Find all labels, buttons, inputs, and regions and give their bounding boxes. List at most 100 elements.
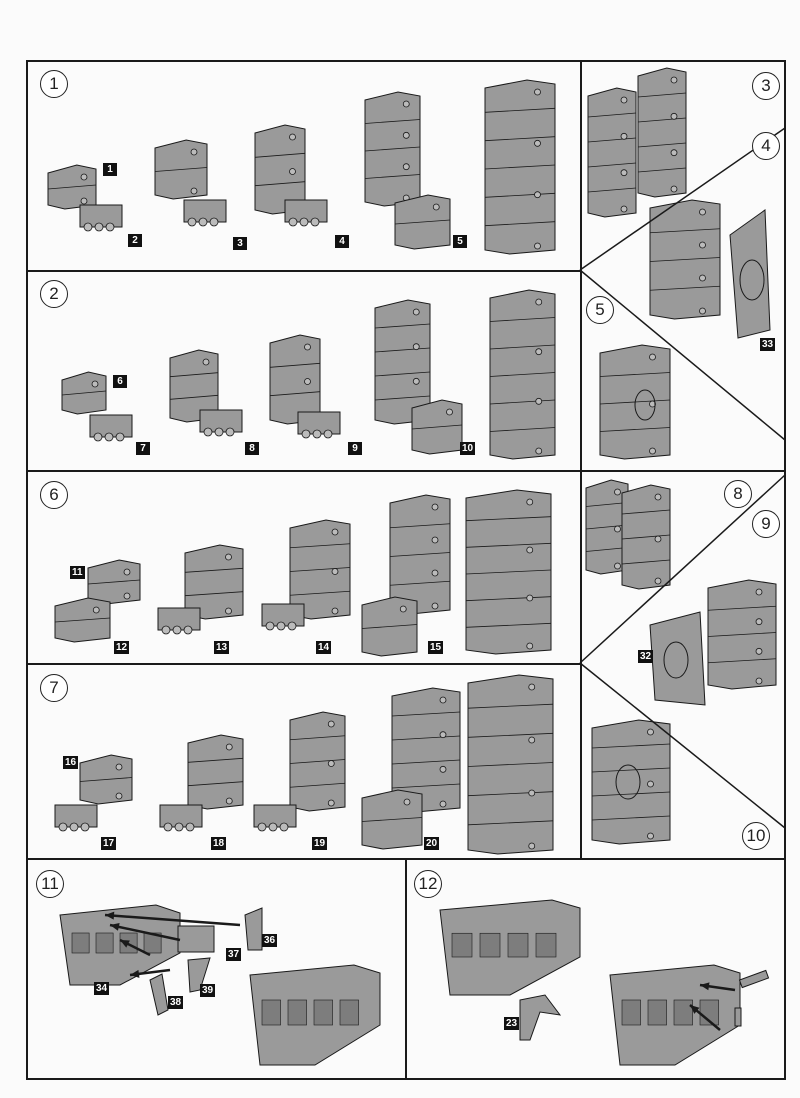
seam-line: [484, 221, 556, 227]
stud: [446, 408, 453, 416]
stud: [115, 763, 123, 771]
step-number: 5: [586, 296, 614, 324]
stud: [535, 397, 543, 405]
seam-line: [637, 117, 687, 123]
stud: [399, 605, 407, 613]
seam-line: [364, 119, 421, 124]
stud: [94, 222, 104, 232]
seam-line: [374, 347, 431, 353]
stud: [528, 842, 536, 850]
stud: [225, 553, 232, 561]
part-tag: 4: [335, 235, 349, 248]
frame-slot: [673, 999, 693, 1026]
frame-slot: [339, 999, 359, 1026]
stud: [755, 618, 763, 626]
stud: [654, 535, 662, 543]
stud: [225, 427, 235, 437]
stud: [431, 536, 439, 544]
seam-line: [411, 424, 463, 430]
part-tag: 36: [262, 934, 278, 947]
frame-slot: [95, 932, 114, 954]
seam-line: [374, 323, 431, 329]
stud: [620, 205, 628, 213]
arrowhead: [690, 1005, 700, 1014]
stud: [327, 720, 335, 728]
seam-line: [621, 559, 671, 565]
grip-cover: [649, 611, 706, 706]
stud: [299, 217, 309, 227]
frame-slot: [313, 999, 333, 1026]
stud: [279, 822, 289, 832]
stud: [202, 358, 210, 366]
part-tag: 33: [760, 338, 776, 351]
seam-line: [484, 192, 556, 198]
stud: [432, 203, 440, 211]
stud: [526, 594, 534, 602]
seam-line: [591, 791, 671, 797]
stud: [439, 765, 447, 773]
seam-line: [187, 757, 244, 763]
part-37-block: [177, 925, 215, 953]
divider-line: [579, 474, 786, 664]
panel-step-6: [26, 470, 582, 665]
cover-hole: [739, 259, 765, 301]
seam-line: [391, 759, 461, 765]
stud: [105, 222, 115, 232]
arrow: [104, 913, 241, 927]
part-tag: 8: [245, 442, 259, 455]
stud: [526, 642, 534, 650]
seam-line: [465, 569, 552, 575]
stud: [331, 568, 339, 575]
part-38: [149, 973, 169, 1016]
seam-line: [169, 394, 219, 400]
stud: [755, 647, 763, 655]
step-number: 12: [414, 870, 442, 898]
part-23: [519, 994, 562, 1041]
frame-slot: [451, 932, 473, 958]
part-36: [244, 907, 263, 951]
stud: [91, 380, 99, 388]
frame-slot: [287, 999, 307, 1026]
stud: [528, 736, 536, 744]
stud: [526, 546, 534, 554]
seam-line: [79, 777, 133, 782]
seam-line: [374, 395, 431, 401]
part-tag: 17: [101, 837, 117, 850]
stud: [323, 429, 333, 439]
seam-line: [637, 167, 687, 173]
seam-line: [87, 579, 141, 585]
stud: [699, 208, 706, 216]
seam-line: [364, 174, 421, 179]
seam-line: [484, 136, 556, 142]
part-tag: 2: [128, 234, 142, 247]
panel-step-2: [26, 270, 582, 472]
seam-line: [254, 181, 306, 187]
stud: [412, 343, 420, 351]
step-number: 10: [742, 822, 770, 850]
seam-line: [467, 762, 554, 767]
stud: [699, 307, 706, 315]
seam-line: [465, 596, 552, 602]
seam-line: [707, 658, 777, 664]
frame-slot: [261, 999, 281, 1026]
step-number: 7: [40, 674, 68, 702]
seam-line: [649, 257, 721, 262]
step-number: 9: [752, 510, 780, 538]
seam-line: [187, 781, 244, 787]
panel-step-7: [26, 663, 582, 860]
seam-line: [489, 427, 556, 432]
seam-line: [374, 371, 431, 377]
stud: [209, 217, 219, 227]
stud: [304, 343, 311, 351]
stud: [647, 832, 654, 840]
stud: [104, 432, 114, 442]
part-tag: 39: [200, 984, 216, 997]
stud: [755, 588, 763, 596]
stud: [654, 577, 662, 585]
panel-steps-3-5: [580, 60, 786, 472]
seam-line: [169, 372, 219, 378]
stud: [528, 789, 536, 797]
step-number: 1: [40, 70, 68, 98]
seam-line: [587, 137, 637, 143]
arrowhead: [105, 911, 115, 920]
